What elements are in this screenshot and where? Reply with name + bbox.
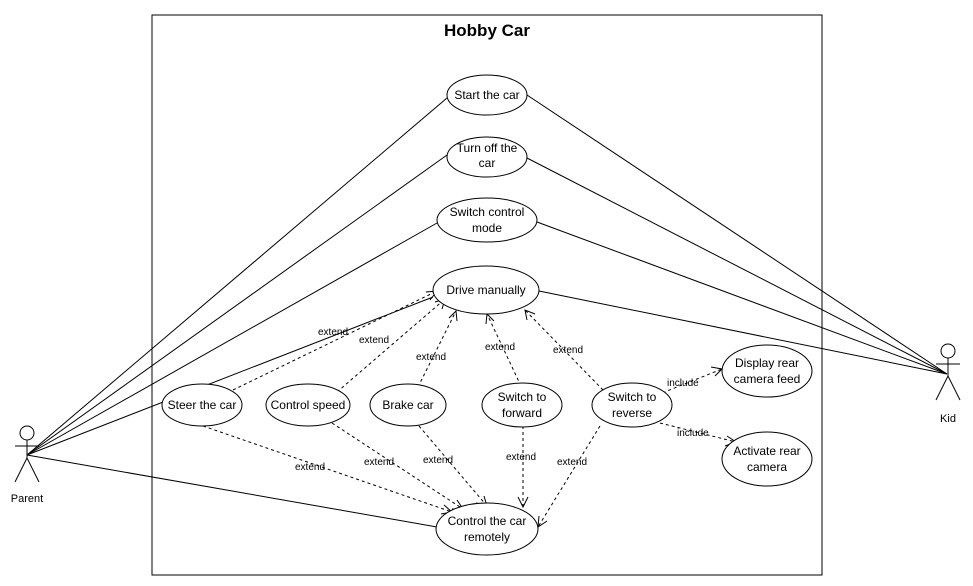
extend-steer-to-remote: [202, 425, 453, 513]
use-case-label: Drive manually: [446, 283, 525, 297]
use-case-label: Control speed: [271, 398, 346, 412]
association-kid-drive-manually: [538, 290, 948, 375]
association-kid-start: [526, 94, 948, 375]
use-case-switch-reverse[interactable]: Switch to reverse: [591, 382, 673, 428]
use-case-label: Start the car: [454, 88, 519, 102]
extend-label-reverse-remote: extend: [557, 457, 587, 468]
use-case-label-line-2: car: [479, 156, 496, 170]
actor-label: Kid: [940, 413, 956, 425]
use-case-label-line-1: Activate rear: [733, 444, 800, 458]
system-title: Hobby Car: [444, 21, 530, 40]
use-case-label-line-1: Switch control: [450, 205, 525, 219]
include-label-display: include: [667, 378, 699, 389]
actor-parent[interactable]: Parent: [11, 425, 43, 505]
use-case-brake[interactable]: Brake car: [369, 383, 447, 427]
extend-label-forward-remote: extend: [506, 452, 536, 463]
association-parent-switch-mode: [26, 222, 438, 456]
extend-steer-to-drive: [232, 290, 438, 391]
use-case-label: Steer the car: [168, 398, 237, 412]
extend-brake-to-drive: [417, 310, 457, 388]
extend-label-speed-drive: extend: [359, 335, 389, 346]
extend-label-speed-remote: extend: [364, 457, 394, 468]
use-case-label-line-2: forward: [502, 406, 542, 420]
actor-label: Parent: [11, 493, 43, 505]
include-label-activate: include: [677, 428, 709, 439]
extend-reverse-to-drive: [524, 309, 604, 391]
use-case-steer[interactable]: Steer the car: [161, 383, 243, 427]
extend-label-steer-drive: extend: [318, 327, 348, 338]
use-case-switch-forward[interactable]: Switch to forward: [481, 382, 563, 428]
use-case-label-line-1: Turn off the: [457, 141, 518, 155]
extend-label-reverse-drive: extend: [553, 345, 583, 356]
use-case-label-line-2: reverse: [612, 406, 652, 420]
extend-label-steer-remote: extend: [295, 462, 325, 473]
dependencies: extend extend extend extend extend exten…: [202, 290, 738, 528]
use-case-switch-control-mode[interactable]: Switch control mode: [436, 197, 538, 243]
use-case-label-line-1: Switch to: [608, 390, 657, 404]
association-parent-turn-off: [26, 154, 448, 456]
association-parent-drive-manually: [26, 296, 434, 456]
use-case-control-remotely[interactable]: Control the car remotely: [435, 502, 539, 556]
use-case-label-line-1: Display rear: [735, 356, 799, 370]
use-case-label-line-1: Control the car: [448, 514, 527, 528]
extend-speed-to-remote: [331, 422, 464, 510]
stick-figure-icon: [14, 425, 40, 483]
include-reverse-to-activate: [659, 422, 737, 443]
use-case-label-line-2: remotely: [464, 530, 510, 544]
use-case-drive-manually[interactable]: Drive manually: [432, 265, 540, 315]
use-case-label-line-2: camera: [747, 460, 787, 474]
use-case-turn-off[interactable]: Turn off the car: [446, 136, 528, 178]
association-kid-turn-off: [526, 157, 948, 375]
use-case-label-line-2: camera feed: [734, 372, 801, 386]
use-case-control-speed[interactable]: Control speed: [265, 383, 351, 427]
actor-kid[interactable]: Kid: [935, 343, 961, 425]
arrowhead: [517, 496, 529, 509]
extend-label-brake-remote: extend: [423, 455, 453, 466]
use-case-label-line-2: mode: [472, 221, 502, 235]
association-kid-switch-mode: [536, 221, 948, 375]
extend-forward-to-drive: [486, 313, 522, 387]
use-case-display-rear-camera-feed[interactable]: Display rear camera feed: [721, 344, 813, 398]
use-case-start[interactable]: Start the car: [446, 74, 528, 116]
extend-label-forward-drive: extend: [485, 342, 515, 353]
extend-label-brake-drive: extend: [416, 352, 446, 363]
use-case-label-line-1: Switch to: [498, 390, 547, 404]
arrowhead: [448, 309, 458, 322]
use-case-label: Brake car: [382, 398, 433, 412]
use-case-activate-rear-camera[interactable]: Activate rear camera: [721, 431, 813, 487]
parent-associations: [26, 97, 448, 528]
arrowhead: [524, 309, 536, 321]
stick-figure-icon: [935, 343, 961, 401]
kid-associations: [526, 94, 948, 375]
association-parent-control-remote: [26, 454, 438, 528]
extend-reverse-to-remote: [537, 425, 601, 528]
association-parent-start: [26, 97, 448, 456]
